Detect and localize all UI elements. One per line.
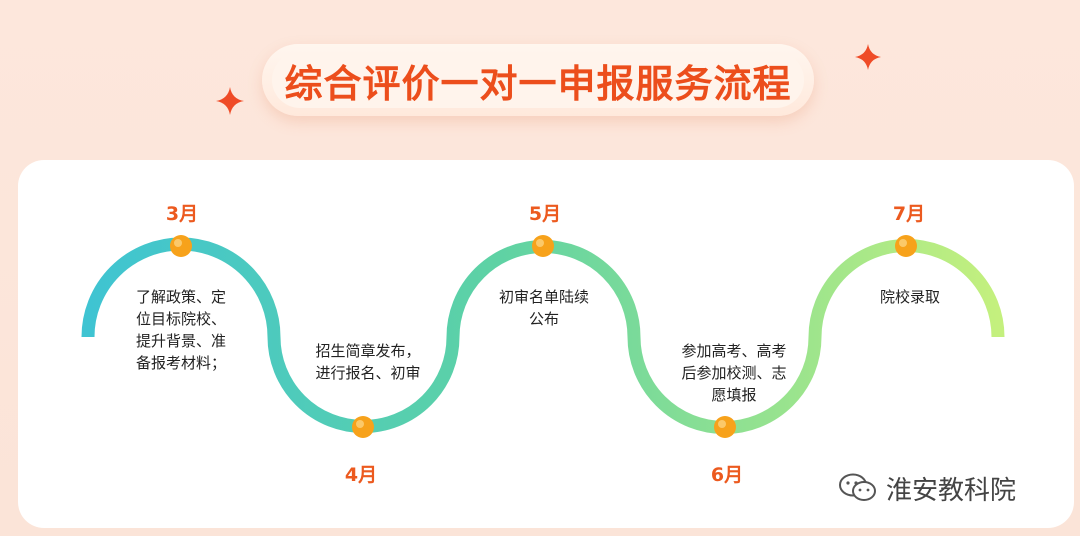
node-5 <box>532 235 554 257</box>
desc-line: 了解政策、定 <box>135 288 226 306</box>
desc-line: 参加高考、高考 <box>681 342 787 360</box>
desc-line: 公布 <box>528 310 559 328</box>
month-label-3: 3月 <box>165 203 199 225</box>
desc-line: 招生简章发布， <box>315 342 421 360</box>
desc-line: 初审名单陆续 <box>498 288 589 306</box>
node-7 <box>895 235 917 257</box>
node-6 <box>714 416 736 438</box>
page-title: 综合评价一对一申报服务流程 <box>284 61 792 106</box>
step-description-4: 招生简章发布， 进行报名、初审 <box>298 340 438 384</box>
desc-line: 位目标院校、 <box>135 310 226 328</box>
flow-card <box>18 160 1074 528</box>
month-label-7: 7月 <box>892 203 926 225</box>
step-description-6: 参加高考、高考 后参加校测、志 愿填报 <box>664 340 804 406</box>
title-banner-inner: 综合评价一对一申报服务流程 <box>272 52 804 108</box>
node-4 <box>352 416 374 438</box>
desc-line: 备报考材料； <box>135 354 226 372</box>
title-banner: 综合评价一对一申报服务流程 <box>262 44 814 116</box>
watermark: 淮安教科院 <box>838 468 1016 508</box>
month-label-5: 5月 <box>528 203 562 225</box>
desc-line: 进行报名、初审 <box>315 364 421 382</box>
desc-line: 后参加校测、志 <box>681 364 787 382</box>
sparkle-right-icon <box>855 44 881 70</box>
desc-line: 愿填报 <box>711 386 757 404</box>
step-description-3: 了解政策、定 位目标院校、 提升背景、准 备报考材料； <box>116 286 246 374</box>
month-label-6: 6月 <box>710 464 744 486</box>
step-description-7: 院校录取 <box>855 286 965 308</box>
watermark-text: 淮安教科院 <box>886 475 1017 506</box>
sparkle-left-icon <box>216 87 244 115</box>
month-label-4: 4月 <box>344 464 378 486</box>
step-description-5: 初审名单陆续 公布 <box>482 286 606 330</box>
wechat-icon <box>839 473 876 501</box>
desc-line: 提升背景、准 <box>135 332 226 350</box>
node-3 <box>170 235 192 257</box>
desc-line: 院校录取 <box>879 288 940 306</box>
